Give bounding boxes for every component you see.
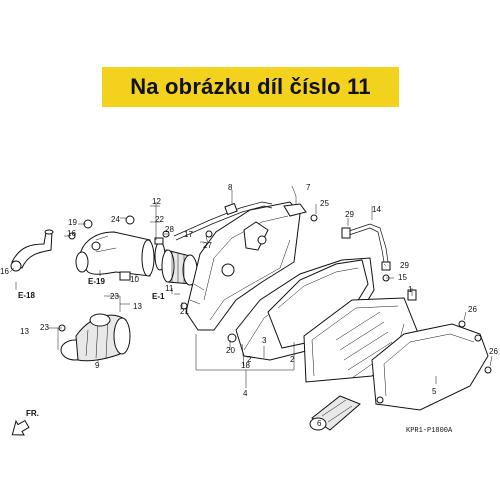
callout-13a: 13	[133, 302, 142, 311]
breather-hose-8	[173, 201, 273, 241]
callout-20: 20	[226, 346, 235, 355]
front-arrow-label: FR.	[26, 409, 39, 418]
callout-8: 8	[228, 183, 233, 192]
callout-28: 28	[165, 225, 174, 234]
callout-7: 7	[306, 183, 311, 192]
callout-3: 3	[262, 336, 267, 345]
callout-5: 5	[432, 387, 437, 396]
callout-23b: 23	[40, 323, 49, 332]
callout-29b: 29	[400, 261, 409, 270]
connecting-tube-10	[75, 231, 155, 281]
callout-11: 11	[165, 284, 174, 293]
callout-12: 12	[152, 197, 161, 206]
callout-17: 17	[184, 230, 193, 239]
callout-15: 15	[398, 273, 407, 282]
ref-e18: E-18	[18, 291, 35, 300]
callout-21: 21	[180, 307, 189, 316]
callout-18: 18	[241, 361, 250, 370]
breather-hose-16	[10, 229, 54, 272]
ref-e19: E-19	[88, 277, 105, 286]
callout-26b: 26	[489, 347, 498, 356]
air-cleaner-boot-9	[60, 313, 131, 362]
part-title-text: Na obrázku díl číslo 11	[130, 74, 371, 99]
callout-13b: 13	[20, 327, 29, 336]
callout-9: 9	[95, 361, 100, 370]
connecting-tube-11	[161, 249, 198, 286]
element-seal-3	[267, 259, 369, 349]
callout-6: 6	[317, 419, 322, 428]
callout-labels: 1 2 2 3 4 5 6 7 8 9 10 11 12 13 13 14 15…	[0, 183, 498, 428]
callout-1: 1	[408, 285, 413, 294]
callout-2a: 2	[247, 355, 252, 364]
callout-22: 22	[155, 215, 164, 224]
leader-lines	[9, 185, 493, 388]
callout-24: 24	[111, 215, 120, 224]
funnel-snorkel	[309, 395, 361, 431]
callout-19: 19	[68, 218, 77, 227]
diagram-code: KPR1-P1800A	[406, 427, 453, 435]
callout-27: 27	[203, 241, 212, 250]
callout-29a: 29	[345, 210, 354, 219]
callout-10: 10	[130, 275, 139, 284]
callout-16a: 16	[67, 229, 76, 238]
air-cleaner-cover-5	[371, 323, 489, 411]
callout-2b: 2	[290, 355, 295, 364]
callout-16b: 16	[0, 267, 9, 276]
section-references: E-18 E-19 E-1	[15, 270, 180, 301]
callout-25: 25	[320, 199, 329, 208]
ref-e1: E-1	[152, 292, 165, 301]
part-title-banner: Na obrázku díl číslo 11	[102, 67, 399, 107]
air-cleaner-case-4	[185, 201, 301, 331]
front-direction-arrow: FR.	[11, 409, 39, 436]
callout-14: 14	[372, 205, 381, 214]
small-fasteners	[58, 203, 492, 374]
callout-26a: 26	[468, 305, 477, 314]
callout-23a: 23	[110, 292, 119, 301]
callout-4: 4	[243, 389, 248, 398]
